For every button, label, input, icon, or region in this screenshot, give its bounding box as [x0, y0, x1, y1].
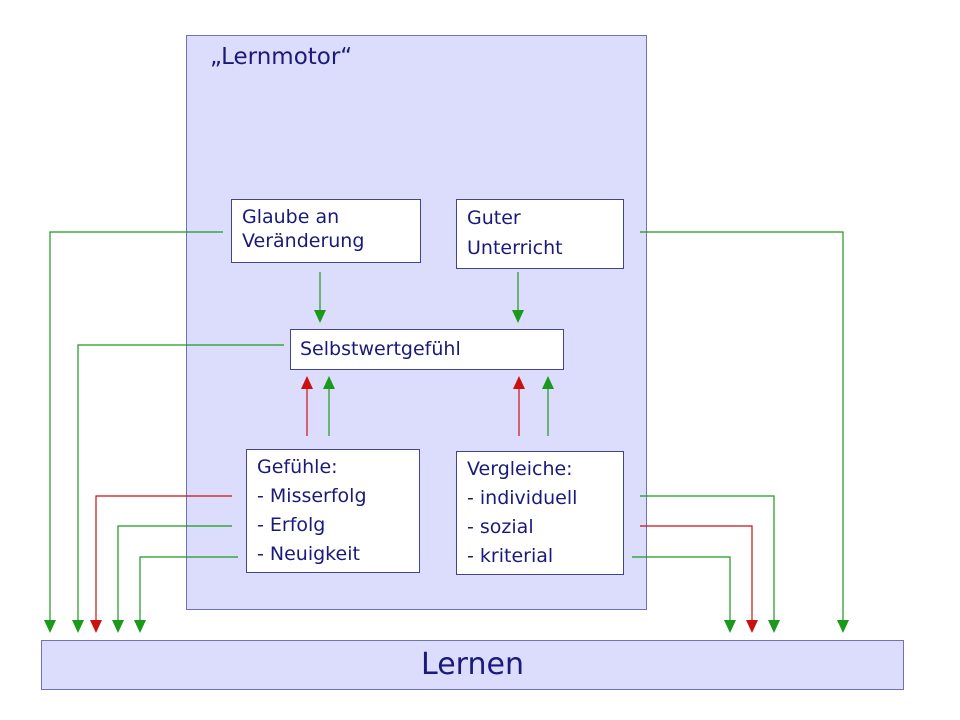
arrow-sozial-to-lernen: [640, 525, 758, 633]
box-line: Unterricht: [467, 237, 563, 259]
box-line: Gefühle:: [257, 456, 338, 478]
arrow-vergleiche-neg-to-selbstwert: [513, 376, 525, 436]
box-line: Glaube an: [242, 206, 340, 228]
arrow-gefuehle-neg-to-selbstwert: [301, 376, 313, 436]
arrow-glaube-to-lernen: [44, 231, 223, 633]
gefuehle-box: Gefühle: - Misserfolg - Erfolg - Neuigke…: [246, 449, 420, 573]
arrow-selbstwert-to-lernen: [72, 344, 284, 633]
arrow-unterricht-to-selbstwert: [512, 272, 524, 323]
arrow-glaube-to-selbstwert: [314, 272, 326, 323]
box-line: - Neuigkeit: [257, 543, 360, 565]
glaube-an-veraenderung-box: Glaube an Veränderung: [231, 199, 421, 263]
arrow-gefuehle-pos-to-selbstwert: [323, 376, 335, 436]
vergleiche-box: Vergleiche: - individuell - sozial - kri…: [456, 451, 624, 575]
box-line: Guter: [467, 207, 521, 229]
guter-unterricht-box: Guter Unterricht: [456, 199, 624, 269]
selbstwertgefuehl-box: Selbstwertgefühl: [290, 329, 564, 370]
arrow-vergleiche-pos-to-selbstwert: [542, 376, 554, 436]
box-line: Selbstwertgefühl: [300, 338, 461, 360]
arrow-individuell-to-lernen: [640, 495, 780, 633]
lernmotor-title: „Lernmotor“: [210, 44, 353, 70]
box-line: Vergleiche:: [467, 458, 573, 480]
box-line: Veränderung: [242, 230, 365, 252]
box-line: - sozial: [467, 516, 534, 538]
arrow-erfolg-to-lernen: [112, 525, 232, 633]
arrow-neuigkeit-to-lernen: [134, 556, 238, 633]
box-line: - individuell: [467, 487, 578, 509]
box-line: - Erfolg: [257, 514, 326, 536]
box-line: - Misserfolg: [257, 485, 367, 507]
arrow-misserfolg-to-lernen: [90, 495, 232, 633]
lernen-bar: Lernen: [41, 640, 904, 690]
arrow-unterricht-to-lernen: [640, 231, 849, 633]
arrow-kriterial-to-lernen: [632, 556, 736, 633]
box-line: - kriterial: [467, 545, 554, 567]
